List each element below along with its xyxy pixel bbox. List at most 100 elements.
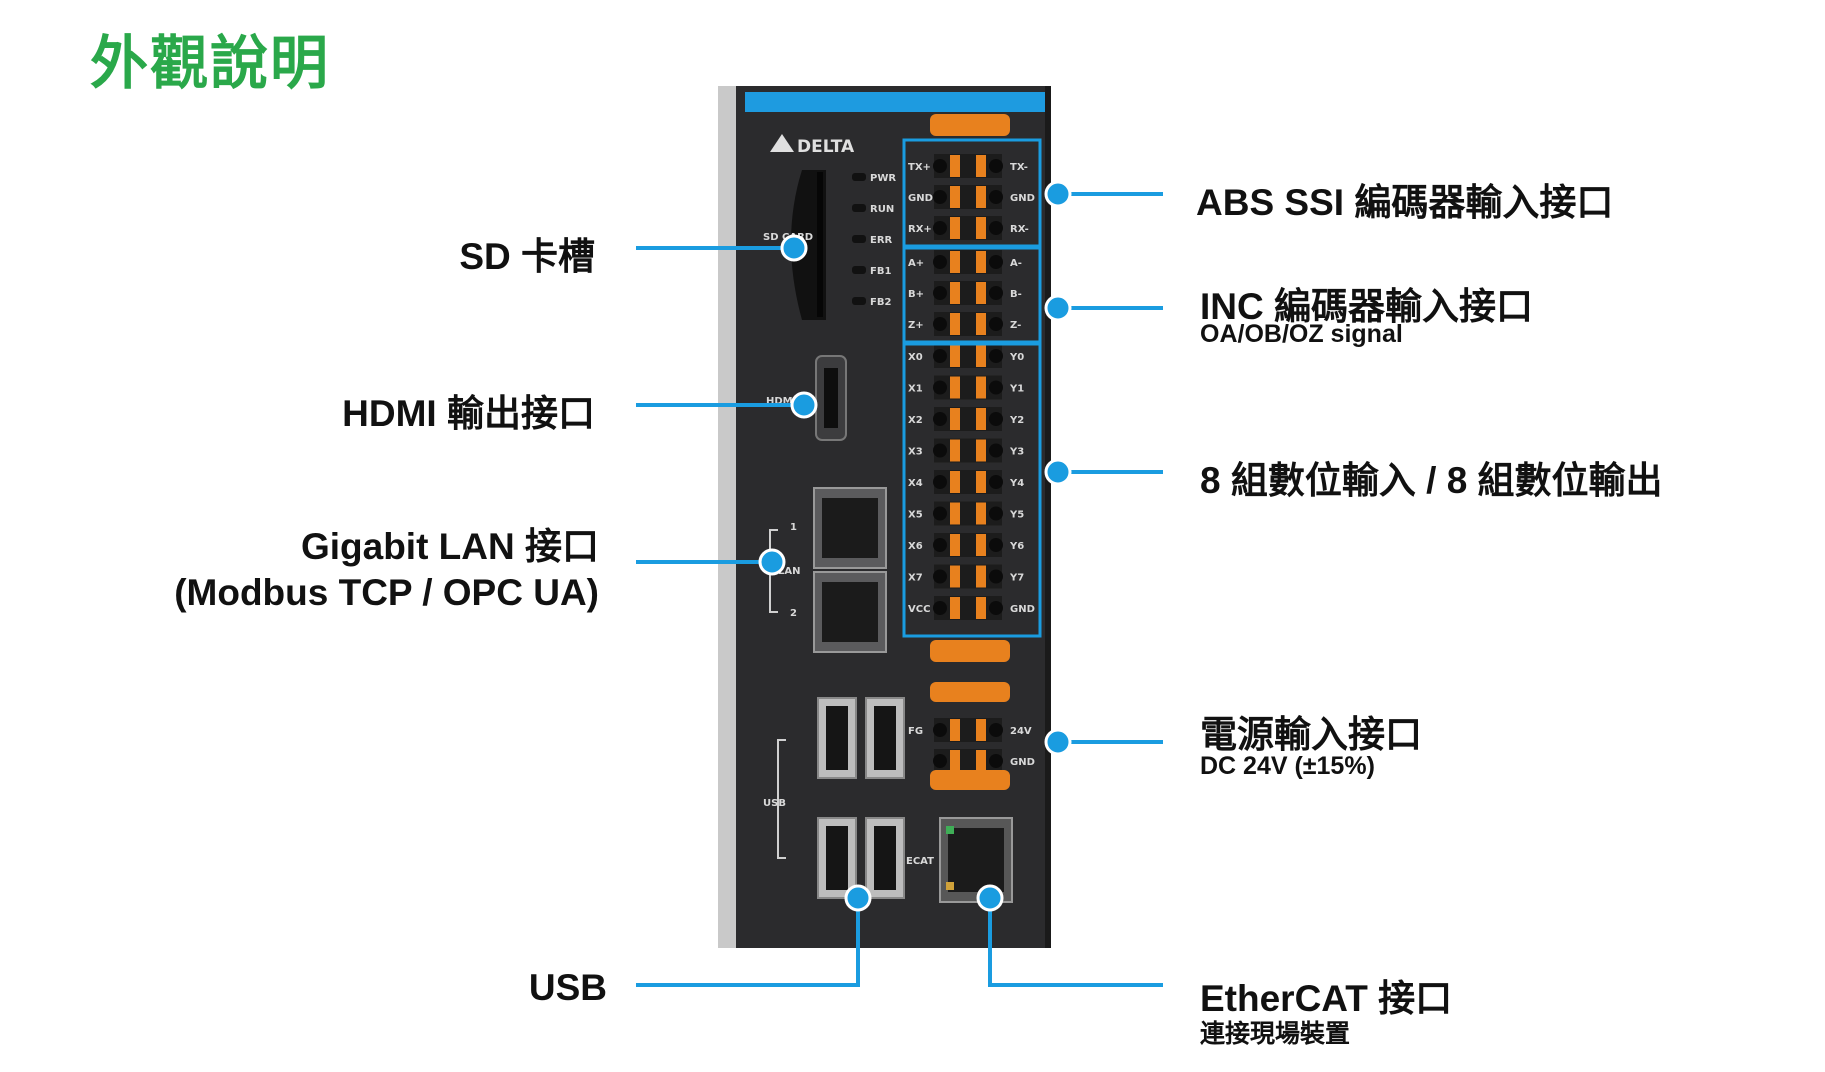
- callout-dots: [758, 180, 1072, 912]
- io-lever: [950, 565, 960, 588]
- io-callout-dot: [1044, 458, 1072, 486]
- pin-label: X1: [908, 384, 923, 395]
- led-fb1: [852, 266, 866, 274]
- svg-text:USB: USB: [763, 798, 786, 809]
- hdmi-port: HDMI: [766, 355, 847, 441]
- pin-label: A-: [1010, 258, 1022, 269]
- pin-label: X3: [908, 447, 923, 458]
- power-label: 電源輸入接口: [1200, 714, 1422, 755]
- io-lever: [976, 471, 986, 493]
- usb-callout-line: [636, 898, 860, 987]
- abs-hole: [989, 221, 1003, 235]
- io-hole: [989, 412, 1003, 426]
- io-hole: [989, 569, 1003, 584]
- inc-sublabel: OA/OB/OZ signal: [1200, 320, 1403, 348]
- pin-label: A+: [908, 258, 924, 269]
- led-label: PWR: [870, 173, 896, 184]
- inc-label: INC 編碼器輸入接口: [1200, 286, 1533, 327]
- io-lever: [950, 502, 960, 525]
- pin-label: B+: [908, 289, 924, 300]
- pin-label: RX+: [908, 224, 932, 235]
- usb-callout-dot: [844, 884, 872, 912]
- io-hole: [989, 506, 1003, 521]
- ethercat-sublabel: 連接現場裝置: [1200, 1020, 1351, 1048]
- inc-lever: [950, 282, 960, 304]
- sd-label: SD 卡槽: [459, 236, 595, 277]
- svg-text:DELTA: DELTA: [797, 137, 855, 157]
- pin-label: Z-: [1010, 320, 1021, 331]
- pin-label: Y0: [1009, 352, 1024, 363]
- device-top-bar: [745, 92, 1049, 112]
- abs-hole: [933, 190, 947, 204]
- hdmi-label: HDMI 輸出接口: [342, 393, 595, 434]
- pin-label: GND: [1010, 193, 1035, 204]
- terminal-clip: [930, 682, 1010, 702]
- abs-lever: [950, 217, 960, 239]
- io-lever: [976, 376, 986, 399]
- inc-hole: [989, 255, 1003, 269]
- page-title: 外觀說明: [90, 29, 331, 97]
- inc-lever: [976, 313, 986, 335]
- svg-text:HDMI: HDMI: [766, 396, 796, 407]
- pin-label: Y4: [1009, 478, 1024, 489]
- power-lever: [976, 719, 986, 741]
- pin-label: Y5: [1009, 510, 1024, 521]
- abs-ssi-label: ABS SSI 編碼器輸入接口: [1196, 182, 1614, 223]
- pin-label: Y7: [1009, 573, 1024, 584]
- abs-hole: [933, 159, 947, 173]
- svg-text:LAN: LAN: [778, 566, 800, 577]
- pin-label: TX+: [908, 162, 931, 173]
- io-lever: [950, 376, 960, 399]
- io-hole: [989, 475, 1003, 489]
- pin-label: Y6: [1009, 541, 1024, 552]
- io-lever: [950, 439, 960, 462]
- io-hole: [933, 475, 947, 489]
- io-hole: [933, 349, 947, 363]
- pin-label: X0: [908, 352, 923, 363]
- svg-text:2: 2: [790, 608, 797, 619]
- led-label: RUN: [870, 204, 894, 215]
- io-hole: [933, 443, 947, 458]
- io-lever: [976, 597, 986, 619]
- inc-lever: [976, 282, 986, 304]
- pin-label: Z+: [908, 320, 924, 331]
- led-run: [852, 204, 866, 212]
- io-lever: [950, 597, 960, 619]
- lan-label: Gigabit LAN 接口: [300, 526, 599, 567]
- inc-hole: [933, 286, 947, 300]
- abs-lever: [950, 155, 960, 177]
- io-hole: [933, 412, 947, 426]
- lan-callout-dot: [758, 548, 786, 576]
- io-lever: [976, 502, 986, 525]
- abs-lever: [976, 186, 986, 208]
- power-lever: [950, 719, 960, 741]
- io-lever: [976, 439, 986, 462]
- abs-hole: [989, 190, 1003, 204]
- abs-lever: [976, 217, 986, 239]
- io-lever: [976, 534, 986, 556]
- pin-label: X4: [908, 478, 923, 489]
- pin-label: GND: [908, 193, 933, 204]
- abs-lever: [976, 155, 986, 177]
- io-hole: [989, 380, 1003, 395]
- io-hole: [933, 380, 947, 395]
- inc-hole: [989, 286, 1003, 300]
- hdmi-callout-dot: [790, 391, 818, 419]
- pin-label: Y3: [1009, 447, 1024, 458]
- terminal-clip: [930, 770, 1010, 790]
- delta-logo: DELTA: [770, 134, 855, 157]
- usb-label: USB: [528, 967, 607, 1008]
- led-label: FB1: [870, 266, 891, 277]
- pin-label: FG: [908, 726, 923, 737]
- pin-label: X7: [908, 573, 923, 584]
- terminal-clip: [930, 114, 1010, 136]
- io-hole: [989, 349, 1003, 363]
- pin-label: TX-: [1010, 162, 1028, 173]
- abs-ssi-box: [902, 138, 1042, 248]
- ethercat-callout-line: [988, 898, 1163, 987]
- io-lever: [950, 408, 960, 430]
- pin-label: GND: [1010, 757, 1035, 768]
